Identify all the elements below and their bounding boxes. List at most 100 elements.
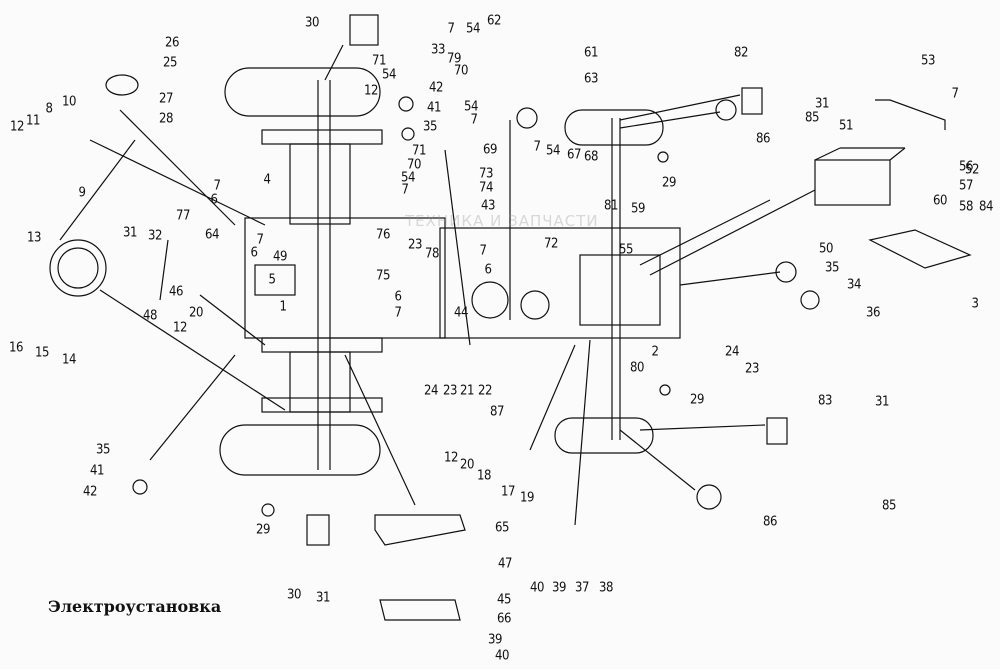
- callout-label-13: 13: [27, 230, 41, 246]
- callout-label-52: 52: [965, 162, 979, 178]
- callout-label-86: 86: [756, 131, 770, 147]
- callout-label-29: 29: [256, 522, 270, 538]
- frame-top-bar: [261, 129, 383, 145]
- callout-label-74: 74: [479, 180, 493, 196]
- callout-label-68: 68: [584, 149, 598, 165]
- callout-label-31: 31: [875, 394, 889, 410]
- callout-label-23: 23: [745, 361, 759, 377]
- callout-label-31: 31: [815, 96, 829, 112]
- frame-bottom-bar: [261, 337, 383, 353]
- callout-label-30: 30: [305, 15, 319, 31]
- callout-label-20: 20: [460, 457, 474, 473]
- callout-label-50: 50: [819, 241, 833, 257]
- callout-label-71: 71: [412, 143, 426, 159]
- callout-label-54: 54: [466, 21, 480, 37]
- callout-label-83: 83: [818, 393, 832, 409]
- callout-label-4: 4: [263, 172, 271, 188]
- front-wheel-top: [224, 67, 381, 117]
- callout-label-77: 77: [176, 208, 190, 224]
- callout-label-62: 62: [487, 13, 501, 29]
- callout-label-41: 41: [427, 100, 441, 116]
- callout-label-14: 14: [62, 352, 76, 368]
- callout-label-19: 19: [520, 490, 534, 506]
- callout-label-7: 7: [447, 21, 455, 37]
- callout-label-24: 24: [424, 383, 438, 399]
- callout-label-54: 54: [401, 170, 415, 186]
- callout-label-72: 72: [544, 236, 558, 252]
- callout-label-69: 69: [483, 142, 497, 158]
- wheel-bottom-right: [554, 417, 654, 454]
- callout-label-37: 37: [575, 580, 589, 596]
- horn: [105, 74, 139, 96]
- callout-label-47: 47: [498, 556, 512, 572]
- callout-label-31: 31: [123, 225, 137, 241]
- wheel-bottom-left: [219, 424, 381, 476]
- callout-label-28: 28: [159, 111, 173, 127]
- callout-label-81: 81: [604, 198, 618, 214]
- headlight: [49, 239, 107, 297]
- callout-label-11: 11: [26, 113, 40, 129]
- callout-label-75: 75: [376, 268, 390, 284]
- callout-label-35: 35: [96, 442, 110, 458]
- callout-label-6: 6: [394, 289, 402, 305]
- callout-label-60: 60: [933, 193, 947, 209]
- callout-label-7: 7: [479, 243, 487, 259]
- callout-label-12: 12: [444, 450, 458, 466]
- callout-label-7: 7: [951, 86, 959, 102]
- callout-label-1: 1: [279, 299, 287, 315]
- watermark: ТЕХНИКА И ЗАПЧАСТИ: [405, 212, 599, 230]
- callout-label-18: 18: [477, 468, 491, 484]
- callout-label-6: 6: [484, 262, 492, 278]
- callout-label-53: 53: [921, 53, 935, 69]
- callout-label-6: 6: [250, 245, 258, 261]
- callout-label-79: 79: [447, 51, 461, 67]
- callout-label-20: 20: [189, 305, 203, 321]
- callout-label-5: 5: [268, 272, 276, 288]
- callout-label-64: 64: [205, 227, 219, 243]
- callout-label-9: 9: [78, 185, 86, 201]
- callout-label-61: 61: [584, 45, 598, 61]
- callout-label-41: 41: [90, 463, 104, 479]
- callout-label-38: 38: [599, 580, 613, 596]
- callout-label-23: 23: [408, 237, 422, 253]
- callout-label-70: 70: [454, 63, 468, 79]
- dashboard-panel-right: [439, 227, 681, 339]
- callout-label-54: 54: [464, 99, 478, 115]
- callout-label-25: 25: [163, 55, 177, 71]
- callout-label-12: 12: [364, 83, 378, 99]
- callout-label-59: 59: [631, 201, 645, 217]
- frame-lower-body: [289, 351, 351, 413]
- callout-label-7: 7: [394, 305, 402, 321]
- callout-label-21: 21: [460, 383, 474, 399]
- callout-label-3: 3: [971, 296, 979, 312]
- callout-label-16: 16: [9, 340, 23, 356]
- callout-label-66: 66: [497, 611, 511, 627]
- callout-label-54: 54: [382, 67, 396, 83]
- callout-label-35: 35: [423, 119, 437, 135]
- callout-label-2: 2: [651, 344, 659, 360]
- callout-label-15: 15: [35, 345, 49, 361]
- diagram-title: Электроустановка: [48, 597, 222, 616]
- callout-label-29: 29: [690, 392, 704, 408]
- frame-upper-body: [289, 143, 351, 225]
- callout-label-80: 80: [630, 360, 644, 376]
- callout-label-36: 36: [866, 305, 880, 321]
- callout-label-70: 70: [407, 157, 421, 173]
- callout-label-40: 40: [495, 648, 509, 664]
- callout-label-40: 40: [530, 580, 544, 596]
- callout-label-78: 78: [425, 246, 439, 262]
- callout-label-7: 7: [256, 232, 264, 248]
- callout-label-71: 71: [372, 53, 386, 69]
- callout-label-33: 33: [431, 42, 445, 58]
- callout-label-45: 45: [497, 592, 511, 608]
- callout-label-27: 27: [159, 91, 173, 107]
- frame-lower-bar: [261, 397, 383, 413]
- battery-tray: [868, 229, 972, 269]
- callout-label-46: 46: [169, 284, 183, 300]
- callout-label-39: 39: [488, 632, 502, 648]
- callout-label-7: 7: [213, 178, 221, 194]
- callout-label-73: 73: [479, 166, 493, 182]
- callout-label-7: 7: [401, 182, 409, 198]
- callout-label-7: 7: [470, 112, 478, 128]
